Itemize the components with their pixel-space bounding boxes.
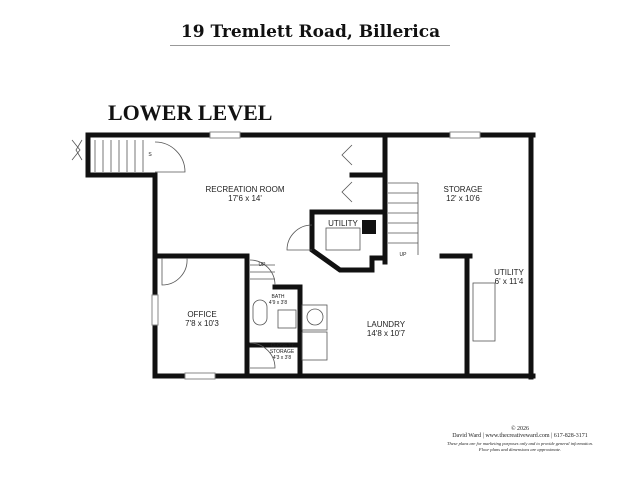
level-heading: LOWER LEVEL [108, 100, 273, 125]
entry-stairs [94, 140, 144, 172]
room-name: LAUNDRY [366, 320, 406, 329]
stairs-fixtures [71, 139, 496, 369]
room-name: STORAGE [443, 185, 483, 194]
stair-label: S [148, 152, 152, 158]
room-dims: 4'3 x 3'8 [272, 354, 292, 361]
room-dims: 7'8 x 10'3 [185, 319, 219, 329]
room-name: RECREATION ROOM [205, 185, 285, 194]
room-name: UTILITY [494, 268, 524, 277]
stair-up-label: UP [399, 252, 407, 258]
disclaimer: These plans are for marketing purposes o… [447, 441, 593, 446]
storage-stairs [388, 182, 419, 255]
door-swing [161, 257, 188, 286]
room-name: UTILITY [328, 219, 358, 228]
title-underline [170, 45, 450, 46]
disclaimer: Floor plans and dimensions are approxima… [478, 447, 562, 452]
window [449, 131, 481, 139]
water-heater [325, 227, 361, 251]
copyright: © 2026 [510, 426, 530, 432]
bifold-door [341, 181, 353, 203]
contact-info: David Ward | www.thecreativeward.com | 6… [452, 433, 588, 439]
room-dims: 4'9 x 3'8 [268, 299, 288, 306]
room-dims: 6' x 11'4 [494, 277, 524, 287]
exterior-door [71, 139, 81, 161]
window [184, 372, 216, 380]
room-name: BATH [271, 294, 285, 300]
window [209, 131, 241, 139]
washer [301, 304, 328, 331]
door-swing [249, 342, 276, 369]
bifold-door [341, 144, 353, 166]
utility-room-walls [309, 209, 388, 273]
furnace [362, 220, 376, 234]
sink [277, 309, 297, 329]
room-dims: 12' x 10'6 [446, 194, 480, 204]
room-utility: UTILITY [328, 219, 358, 228]
room-name: OFFICE [187, 310, 217, 319]
exterior-door [75, 139, 83, 161]
room-name: CLOSET / STORAGE [269, 343, 295, 355]
stair-up-label: UP [258, 262, 266, 268]
door-swing [154, 141, 186, 173]
toilet [252, 299, 268, 326]
property-title: 19 Tremlett Road, Billerica [180, 22, 441, 42]
door-swing [286, 224, 313, 251]
utility-tank [472, 282, 496, 342]
bath-stairs [249, 259, 276, 286]
dryer [301, 331, 328, 361]
windows [151, 131, 481, 380]
window [151, 294, 159, 326]
room-dims: 17'6 x 14' [228, 194, 262, 204]
room-dims: 14'8 x 10'7 [366, 329, 406, 339]
walls [85, 132, 536, 380]
